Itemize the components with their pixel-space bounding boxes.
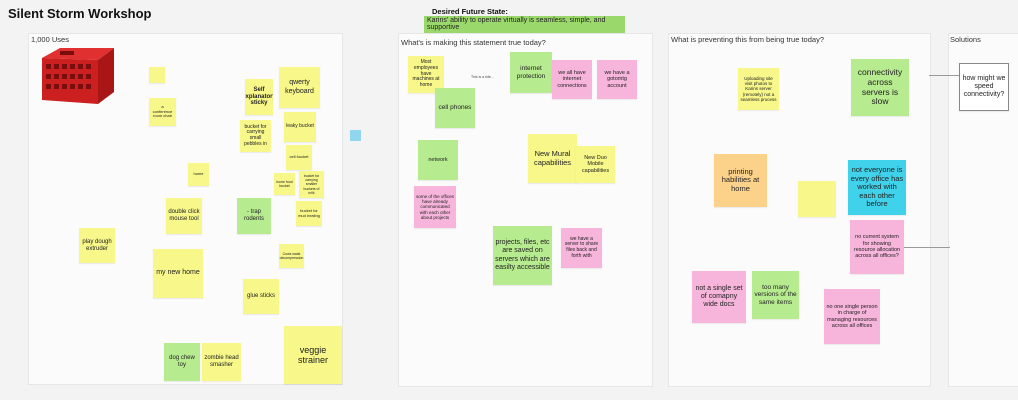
- sticky-note[interactable]: some of the offices have already communi…: [414, 186, 456, 228]
- connector-line: [904, 247, 950, 248]
- sticky-note[interactable]: no current system for showing resource a…: [850, 220, 904, 274]
- sticky-note[interactable]: network: [418, 140, 458, 180]
- sticky-note[interactable]: we all have internet connections: [552, 60, 592, 99]
- blue-swatch[interactable]: [350, 130, 361, 141]
- uses-section-label: 1,000 Uses: [31, 35, 69, 44]
- desired-future-state-label: Desired Future State:: [432, 7, 508, 16]
- connector-line: [929, 75, 959, 76]
- true-today-section-label: What's is making this statement true tod…: [401, 38, 546, 47]
- sticky-note[interactable]: dog chew toy: [164, 343, 200, 381]
- sticky-note[interactable]: we have a gotomtg account: [597, 60, 637, 99]
- sticky-note[interactable]: bucket for mud healing: [296, 201, 322, 226]
- sticky-note[interactable]: Uploading site visit photos to Karins se…: [738, 68, 779, 110]
- sticky-note[interactable]: Self explanatory sticky: [245, 79, 273, 115]
- sticky-note[interactable]: projects, files, etc are saved on server…: [493, 226, 552, 285]
- preventing-section-label: What is preventing this from being true …: [671, 35, 824, 44]
- sticky-note[interactable]: cell phones: [435, 88, 475, 128]
- sticky-note[interactable]: cell bucket: [286, 145, 312, 170]
- sticky-note[interactable]: New Duo Mobile capabilities: [576, 146, 615, 183]
- sticky-note[interactable]: not a single set of comapny wide docs: [692, 271, 746, 323]
- sticky-note[interactable]: New Mural capabilities: [528, 134, 577, 183]
- text-fragment: This is a ride...: [471, 75, 494, 79]
- sticky-note[interactable]: - trap rodents: [237, 198, 271, 234]
- blank-sticky[interactable]: [149, 67, 165, 83]
- sticky-note[interactable]: we have a server to share files back and…: [561, 228, 602, 268]
- solutions-section-label: Solutions: [950, 35, 981, 44]
- sticky-note[interactable]: no one single person in charge of managi…: [824, 289, 880, 344]
- sticky-note[interactable]: bucket for carrying smaller buckets of m…: [299, 171, 324, 198]
- sticky-note[interactable]: a conference room chair: [149, 98, 176, 126]
- board-title: Silent Storm Workshop: [8, 6, 152, 21]
- sticky-note[interactable]: my new home: [153, 249, 203, 298]
- sticky-note[interactable]: home food bucket: [274, 173, 295, 195]
- sticky-note[interactable]: leaky bucket: [284, 112, 316, 142]
- sticky-note[interactable]: Cows waist decompression: [279, 244, 304, 268]
- sticky-note[interactable]: double click mouse tool: [166, 198, 202, 234]
- desired-future-state-note[interactable]: Karins' ability to operate virtually is …: [424, 16, 625, 33]
- blank-sticky[interactable]: [798, 181, 836, 217]
- sticky-note[interactable]: how might we speed connectivity?: [959, 63, 1009, 111]
- sticky-note[interactable]: qwerty keyboard: [279, 67, 320, 108]
- sticky-note[interactable]: glue sticks: [243, 279, 279, 314]
- sticky-note[interactable]: too many versions of the same items: [752, 271, 799, 319]
- sticky-note[interactable]: zombie head smasher: [202, 343, 241, 381]
- sticky-note[interactable]: printing habilities at home: [714, 154, 767, 207]
- sticky-note[interactable]: home: [188, 163, 209, 186]
- sticky-note[interactable]: not everyone is every office has worked …: [848, 160, 906, 215]
- sticky-note[interactable]: internet protection: [510, 52, 552, 93]
- sticky-note[interactable]: play dough extruder: [79, 228, 115, 263]
- milk-crate-image[interactable]: [36, 44, 118, 106]
- sticky-note[interactable]: bucket for carrying small pebbles in: [240, 120, 271, 152]
- sticky-note[interactable]: veggie strainer: [284, 326, 342, 384]
- sticky-note[interactable]: connectivity across servers is slow: [851, 59, 909, 116]
